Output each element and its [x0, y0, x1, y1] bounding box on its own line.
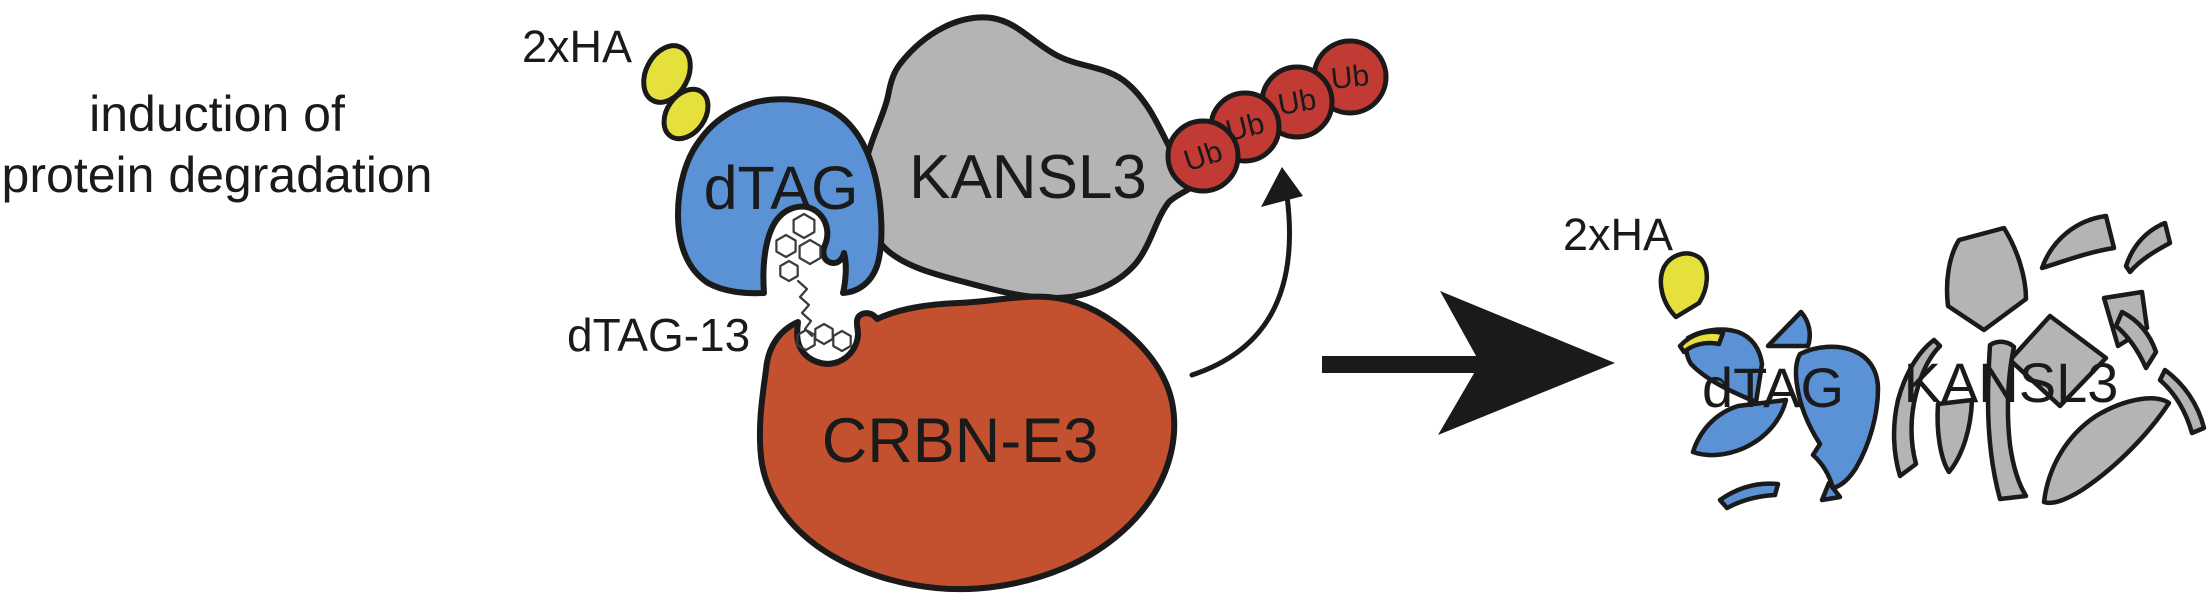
crbn-e3-label: CRBN-E3: [822, 406, 1099, 476]
kansl3-fragment: [2123, 220, 2173, 275]
molecule-ring: [775, 233, 797, 259]
dtag-fragment: [1765, 309, 1812, 349]
kansl3-fragment: [2041, 396, 2172, 506]
dtag-fragment: [1717, 481, 1781, 511]
ha-fragment: [1677, 329, 1726, 355]
ub-label-3: Ub: [1275, 83, 1319, 122]
crbn-e3-blob: [756, 293, 1178, 593]
dtag13-molecule: [775, 212, 852, 353]
molecule-ring: [792, 212, 816, 240]
kansl3-fragment: [2007, 313, 2109, 409]
ub-label-4: Ub: [1329, 59, 1371, 96]
ha-tag-lobe-top: [641, 43, 693, 105]
dtag-fragments: [1684, 309, 1881, 511]
reaction-arrow-head: [1438, 291, 1615, 435]
dtag-blob: [675, 96, 885, 297]
dtag13-label: dTAG-13: [567, 309, 750, 361]
ubiquitination-arrowhead: [1261, 167, 1303, 207]
kansl3-fragment: [1935, 397, 1975, 475]
kansl3-fragment: [1985, 339, 2029, 502]
kansl3-label: KANSL3: [909, 143, 1147, 212]
ubiquitin-chain: Ub Ub Ub Ub: [1165, 38, 1389, 194]
kansl3-fragment: [2039, 213, 2117, 271]
caption-line2: protein degradation: [2, 147, 433, 203]
caption-line1: induction of: [89, 86, 345, 142]
molecule-ring: [798, 238, 822, 266]
molecule-ring: [779, 259, 799, 283]
reaction-arrow: [1322, 291, 1615, 435]
kansl3-fragment: [2113, 309, 2159, 371]
molecule-ring: [832, 329, 852, 353]
kansl3-label-degraded: KANSL3: [1904, 351, 2119, 414]
ubiquitination-arrow: [1189, 193, 1293, 378]
dtag-label-degraded: dTAG: [1702, 356, 1844, 419]
dtag-fragment: [1793, 344, 1881, 491]
dtag-fragment: [1690, 397, 1789, 458]
ha-tag-lobe-bottom: [661, 86, 711, 142]
molecule-ring: [814, 322, 834, 346]
kansl3-fragments: [1891, 213, 2207, 506]
kansl3-fragment: [1891, 337, 1943, 479]
kansl3-fragment: [1944, 225, 2029, 333]
molecule-linker-zigzag: [796, 279, 814, 338]
kansl3-fragment: [2157, 367, 2207, 436]
dtag-label: dTAG: [704, 154, 859, 222]
ha-fragments: [1658, 251, 1726, 355]
ha-tag-label: 2xHA: [522, 21, 632, 72]
ubiquitin-1: [1165, 118, 1241, 194]
ha-fragment: [1658, 251, 1709, 320]
dtag-fragment: [1819, 480, 1843, 503]
reaction-arrow-tail: [1322, 356, 1481, 373]
ha-tag-label-degraded: 2xHA: [1563, 209, 1673, 260]
